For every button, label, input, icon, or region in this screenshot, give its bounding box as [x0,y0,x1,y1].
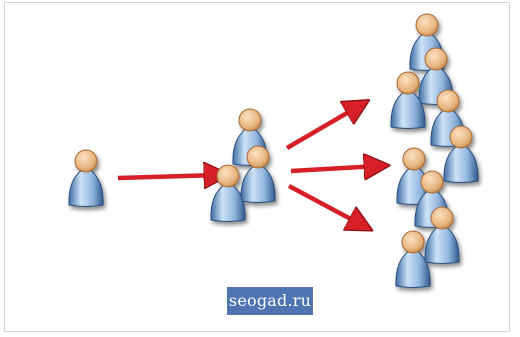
person-origin-icon [68,149,104,207]
arrow-branch-up [285,106,359,150]
arrow-branch-middle [290,166,378,171]
arrow-origin-to-pair [117,175,218,178]
person-group-middle-icon [210,108,276,222]
arrow-branch-down [287,184,362,225]
watermark-label: seogad.ru [227,287,313,315]
person-crowd-right-icon [390,13,479,288]
